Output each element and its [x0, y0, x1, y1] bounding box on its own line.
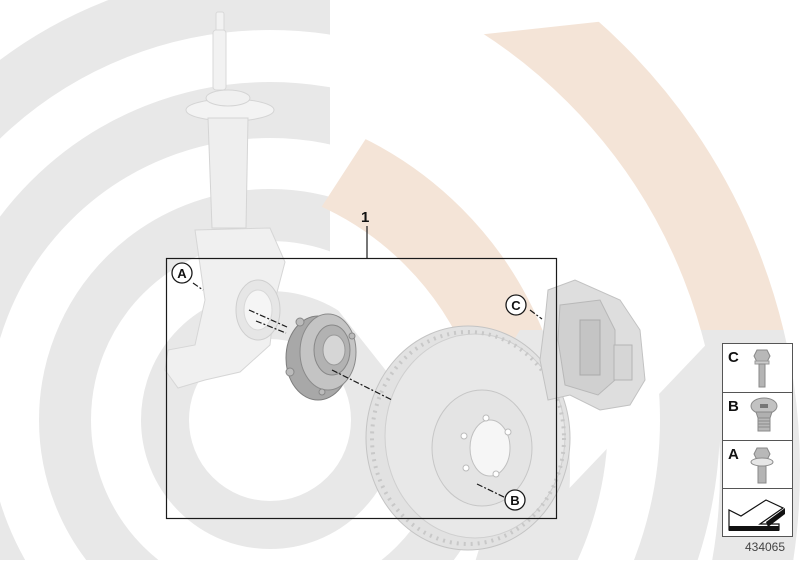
legend-row-a[interactable]: A	[728, 446, 774, 484]
svg-text:A: A	[177, 266, 187, 281]
callout-c[interactable]: C	[505, 294, 527, 316]
legend-row-c[interactable]: C	[728, 349, 771, 388]
fastener-legend: C B A	[722, 343, 793, 537]
svg-text:B: B	[728, 398, 739, 415]
svg-text:A: A	[728, 446, 739, 463]
svg-text:C: C	[728, 349, 739, 366]
assembly-frame	[165, 226, 558, 520]
assembly-number: 1	[361, 209, 369, 226]
callout-b[interactable]: B	[504, 489, 526, 511]
legend-row-b[interactable]: B	[728, 397, 778, 432]
callout-a[interactable]: A	[171, 262, 193, 284]
svg-text:B: B	[510, 493, 519, 508]
strut-shock-absorber[interactable]	[185, 11, 275, 229]
svg-text:C: C	[511, 298, 521, 313]
brake-disc[interactable]	[365, 325, 571, 551]
brake-caliper[interactable]	[539, 279, 646, 411]
hex-collar-bolt-icon	[750, 447, 774, 484]
diagram-id-number: 434065	[744, 540, 786, 554]
leader-lines	[192, 282, 543, 499]
countersunk-hex-socket-screw-icon	[750, 397, 778, 432]
arrow-pointer-icon	[728, 499, 785, 531]
hex-flange-bolt-icon	[753, 349, 771, 388]
steering-knuckle[interactable]	[164, 227, 286, 389]
wheel-hub-bearing[interactable]	[285, 313, 357, 401]
